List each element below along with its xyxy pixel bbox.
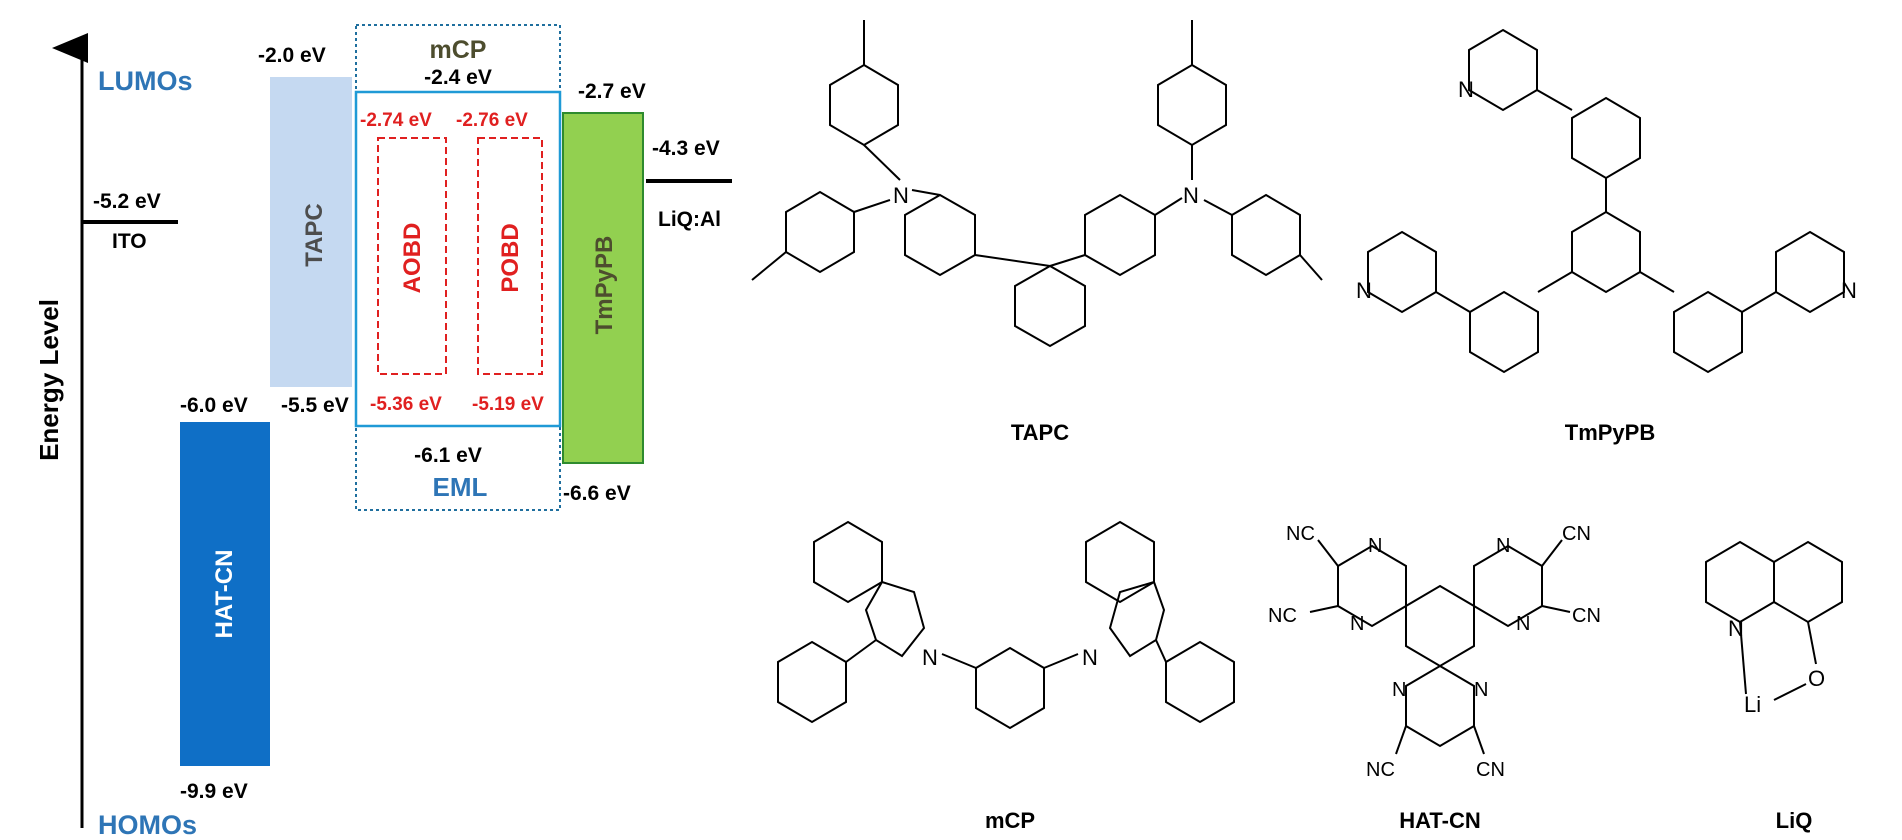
- tapc-bar: [270, 77, 352, 387]
- hatcn-n-3: N: [1496, 535, 1510, 557]
- tmpypb-n-right: N: [1841, 278, 1857, 303]
- aobd-homo: -5.36 eV: [370, 394, 442, 415]
- liq-caption: LiQ: [1776, 808, 1813, 833]
- hatcn-bar: [180, 422, 270, 766]
- mcp-n-left: N: [922, 645, 938, 670]
- tapc-structure: N N: [751, 20, 1323, 348]
- eml-outer-box: [355, 24, 561, 511]
- tapc-caption: TAPC: [1011, 420, 1069, 445]
- tmpypb-bar: [562, 112, 644, 464]
- pobd-homo: -5.19 eV: [472, 394, 544, 415]
- hatcn-n-4: N: [1516, 613, 1530, 635]
- axis-title: Energy Level: [34, 299, 64, 461]
- pobd-label: POBD: [497, 223, 524, 292]
- tmpypb-lumo: -2.7 eV: [578, 80, 646, 103]
- hatcn-homo: -9.9 eV: [180, 780, 248, 803]
- aobd-label: AOBD: [399, 223, 426, 294]
- tmpypb-bar-label: TmPyPB: [591, 236, 618, 335]
- liq-n: N: [1728, 616, 1744, 641]
- tmpypb-caption: TmPyPB: [1565, 420, 1655, 445]
- hatcn-n-6: N: [1474, 679, 1488, 701]
- lumos-label: LUMOs: [98, 66, 193, 96]
- tmpypb-n-left: N: [1356, 278, 1372, 303]
- hatcn-cn-3: NC: [1268, 605, 1297, 627]
- tmpypb-structure: N N N: [1356, 28, 1857, 374]
- hatcn-cn-6: CN: [1476, 759, 1505, 781]
- hatcn-n-2: N: [1350, 613, 1364, 635]
- tapc-homo: -5.5 eV: [281, 394, 349, 417]
- mcp-n-right: N: [1082, 645, 1098, 670]
- mcp-lumo: -2.4 eV: [424, 66, 492, 89]
- mcp-homo: -6.1 eV: [414, 444, 482, 467]
- hatcn-cn-4: CN: [1572, 605, 1601, 627]
- hatcn-n-1: N: [1368, 535, 1382, 557]
- cathode-label: LiQ:Al: [658, 208, 721, 231]
- eml-host-name: mCP: [430, 36, 487, 64]
- tapc-n-right: N: [1183, 183, 1199, 208]
- mcp-caption: mCP: [985, 808, 1035, 833]
- pobd-lumo: -2.76 eV: [456, 110, 528, 131]
- mcp-structure: N N: [777, 520, 1235, 730]
- eml-label: EML: [433, 472, 488, 502]
- tapc-lumo: -2.0 eV: [258, 44, 326, 67]
- hatcn-bar-label: HAT-CN: [211, 550, 238, 639]
- ito-energy: -5.2 eV: [93, 190, 161, 213]
- tmpypb-homo: -6.6 eV: [563, 482, 631, 505]
- hatcn-cn-1: NC: [1286, 523, 1315, 545]
- tapc-n-left: N: [893, 183, 909, 208]
- aobd-lumo: -2.74 eV: [360, 110, 432, 131]
- pobd-dopant-box: [477, 137, 543, 375]
- hatcn-cn-5: NC: [1366, 759, 1395, 781]
- energy-diagram: Energy Level LUMOs HOMOs -5.2 eV ITO HAT…: [34, 24, 732, 840]
- liq-o: O: [1808, 666, 1825, 691]
- liq-structure: N O Li: [1705, 540, 1843, 717]
- hatcn-cn-2: CN: [1562, 523, 1591, 545]
- hatcn-structure: N N N N N N NC CN NC CN NC CN: [1268, 523, 1601, 781]
- hatcn-n-5: N: [1392, 679, 1406, 701]
- mcp-host-box: [354, 90, 562, 428]
- ito-label: ITO: [112, 230, 147, 253]
- hatcn-lumo: -6.0 eV: [180, 394, 248, 417]
- hatcn-caption: HAT-CN: [1399, 808, 1480, 833]
- aobd-dopant-box: [377, 137, 447, 375]
- tmpypb-n-top: N: [1458, 77, 1474, 102]
- cathode-energy: -4.3 eV: [652, 137, 720, 160]
- tapc-bar-label: TAPC: [301, 203, 328, 267]
- homos-label: HOMOs: [98, 810, 197, 840]
- liq-li: Li: [1744, 692, 1761, 717]
- chemical-structures: N N TAPC N N N: [751, 20, 1857, 833]
